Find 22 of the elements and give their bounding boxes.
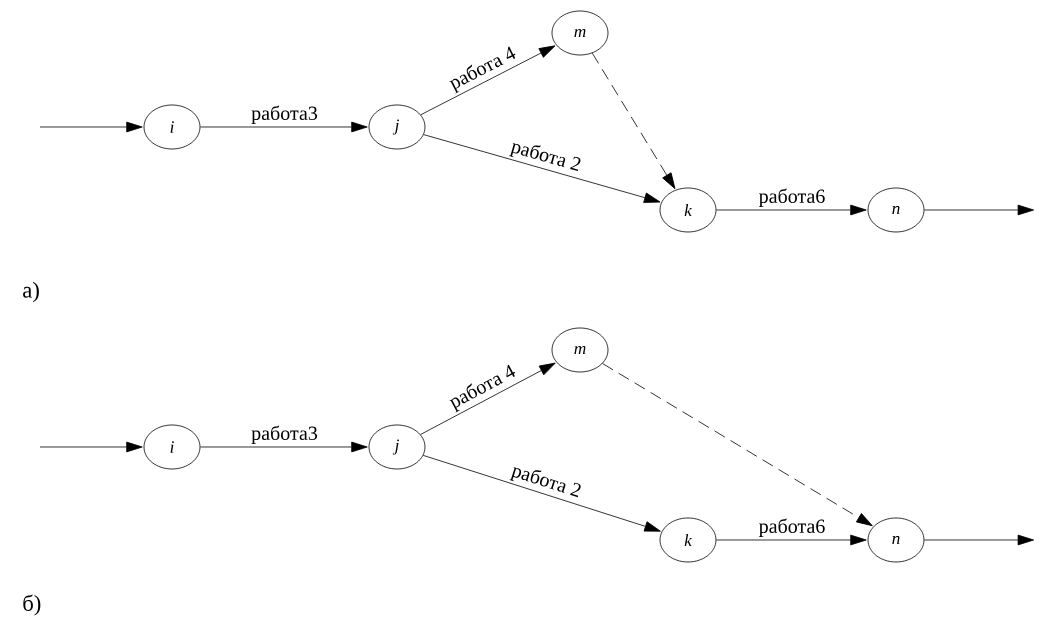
arrow	[924, 204, 1035, 216]
arrow	[716, 204, 867, 216]
edge-label: работа6	[759, 518, 825, 538]
arrow	[200, 441, 368, 453]
edge-label: работа3	[251, 425, 318, 445]
arrow	[39, 121, 143, 133]
panel-label: б)	[23, 594, 41, 616]
panel-label: а)	[23, 281, 39, 303]
arrow	[200, 121, 368, 133]
edge-label: работа6	[759, 188, 825, 208]
arrow	[602, 363, 873, 527]
edge-label: работа3	[251, 105, 318, 125]
arrow	[716, 534, 867, 546]
edge-label: работа 2	[509, 467, 581, 498]
arrow	[420, 45, 556, 116]
arrow	[39, 441, 143, 453]
arrow	[591, 52, 676, 190]
arrow	[422, 455, 661, 532]
arrow	[420, 362, 556, 435]
edge-label: работа 2	[509, 143, 581, 172]
arrow	[924, 534, 1035, 546]
arrow	[423, 134, 661, 203]
